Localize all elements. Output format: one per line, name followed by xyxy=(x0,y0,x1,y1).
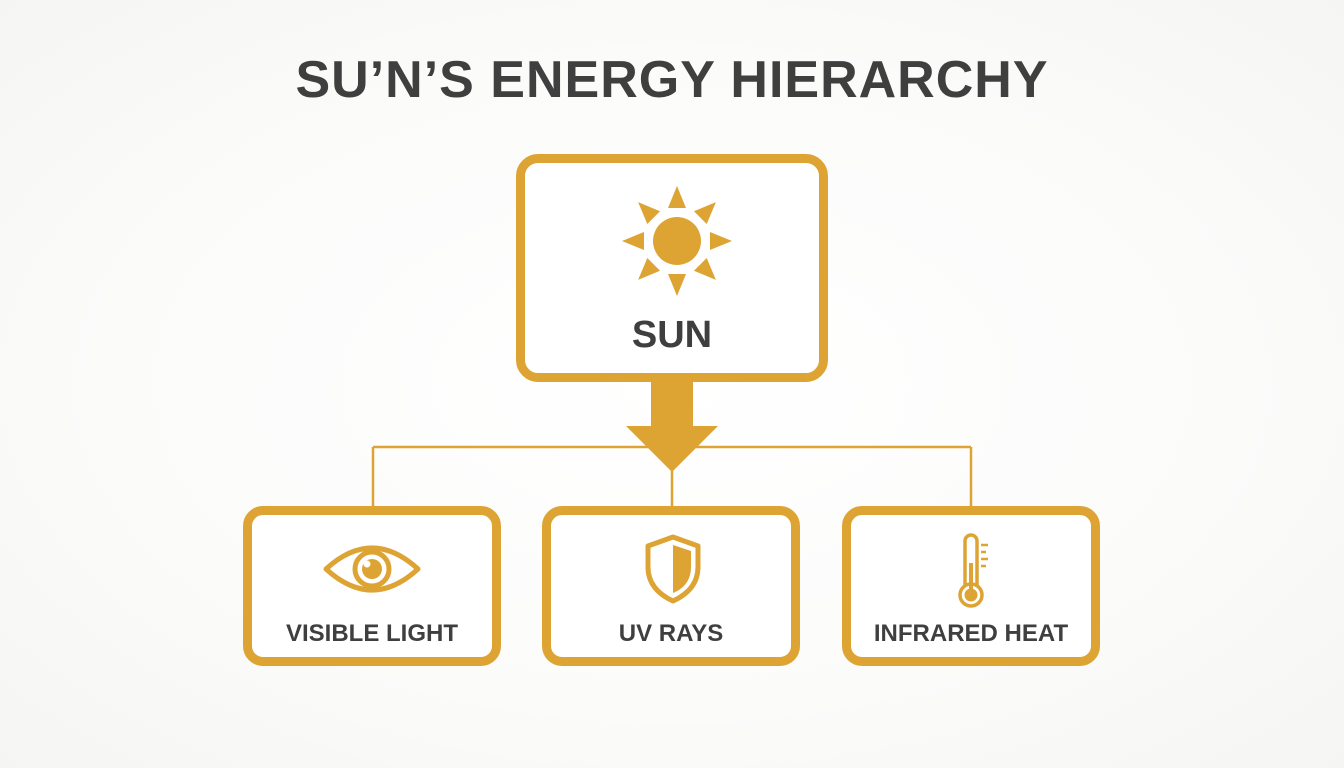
visible-light-node: VISIBLE LIGHT xyxy=(243,506,501,666)
thermometer-icon xyxy=(958,533,988,608)
sun-label: SUN xyxy=(631,314,713,356)
shield-icon xyxy=(645,534,701,604)
uv-rays-node: UV RAYS xyxy=(542,506,800,666)
eye-icon xyxy=(323,545,421,593)
visible-light-label: VISIBLE LIGHT xyxy=(285,620,458,647)
sun-node: SUN xyxy=(516,154,828,382)
infrared-heat-label: INFRARED HEAT xyxy=(873,620,1069,647)
down-arrow-icon xyxy=(626,380,718,472)
uv-rays-label: UV RAYS xyxy=(618,620,724,647)
sun-icon xyxy=(622,186,732,296)
infrared-heat-node: INFRARED HEAT xyxy=(842,506,1100,666)
diagram-title: SU’N’S ENERGY HIERARCHY xyxy=(295,51,1049,109)
